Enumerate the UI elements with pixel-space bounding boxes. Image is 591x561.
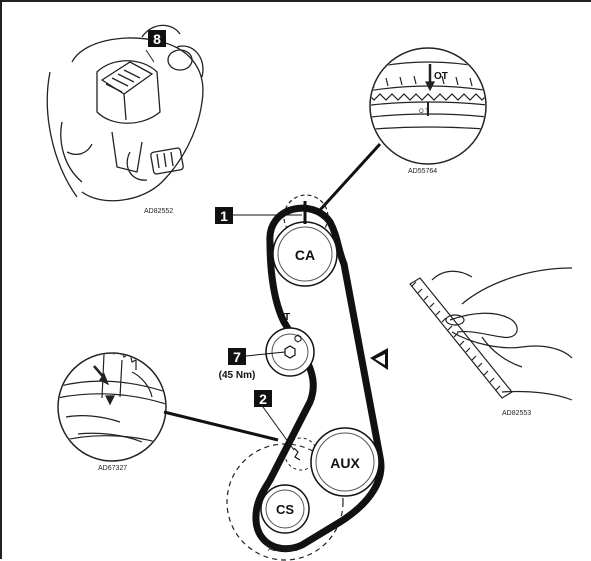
torque-label: (45 Nm) — [219, 370, 256, 381]
callout-8-label: 8 — [153, 31, 161, 47]
auxiliary-pulley — [310, 427, 380, 497]
crankshaft-pulley — [260, 484, 310, 534]
ref-top-left: AD82552 — [144, 208, 173, 215]
callout-1-box — [215, 207, 233, 224]
belt-hand-inset — [409, 267, 573, 401]
tensioner-label: T — [284, 312, 290, 323]
ref-bottom: AD79402 — [268, 546, 297, 553]
auxiliary-label: AUX — [330, 455, 360, 471]
cam-mark-inset: OT O T — [369, 47, 487, 165]
crank-inset-leader — [163, 410, 279, 442]
callout-2-box — [254, 390, 272, 407]
callout-8-box — [148, 30, 166, 47]
tensioner-pulley-inner — [271, 333, 309, 371]
auxiliary-pulley-hub — [315, 432, 375, 492]
ref-top-right: AD55764 — [408, 168, 437, 175]
crank-timing-mark — [293, 447, 301, 461]
callout-1-label: 1 — [220, 208, 228, 224]
crank-mark-inset — [57, 352, 167, 462]
tensioner-pulley — [265, 327, 315, 377]
distributor-inset — [46, 24, 204, 202]
ot-mark-label: OT — [434, 71, 448, 82]
ref-mid-left: AD67327 — [98, 465, 127, 472]
ot-small-mark: O T — [419, 109, 429, 115]
ref-right: AD82553 — [502, 410, 531, 417]
callout-7-box — [228, 348, 246, 365]
tensioner-hex-small — [294, 334, 302, 343]
callout-8-leader — [145, 49, 155, 63]
crankshaft-label: CS — [276, 502, 294, 517]
camshaft-label: CA — [295, 247, 315, 263]
callout-7-leader — [245, 351, 286, 357]
rotation-direction-icon-inner — [375, 354, 385, 365]
callout-7-label: 7 — [233, 349, 241, 365]
callout-2-leader — [262, 406, 295, 451]
camshaft-pulley-hub — [277, 226, 333, 282]
cam-inset-leader — [318, 142, 382, 212]
tensioner-hex-nut — [284, 345, 296, 359]
callout-2-label: 2 — [259, 391, 267, 407]
crankshaft-pulley-hub — [265, 489, 305, 529]
